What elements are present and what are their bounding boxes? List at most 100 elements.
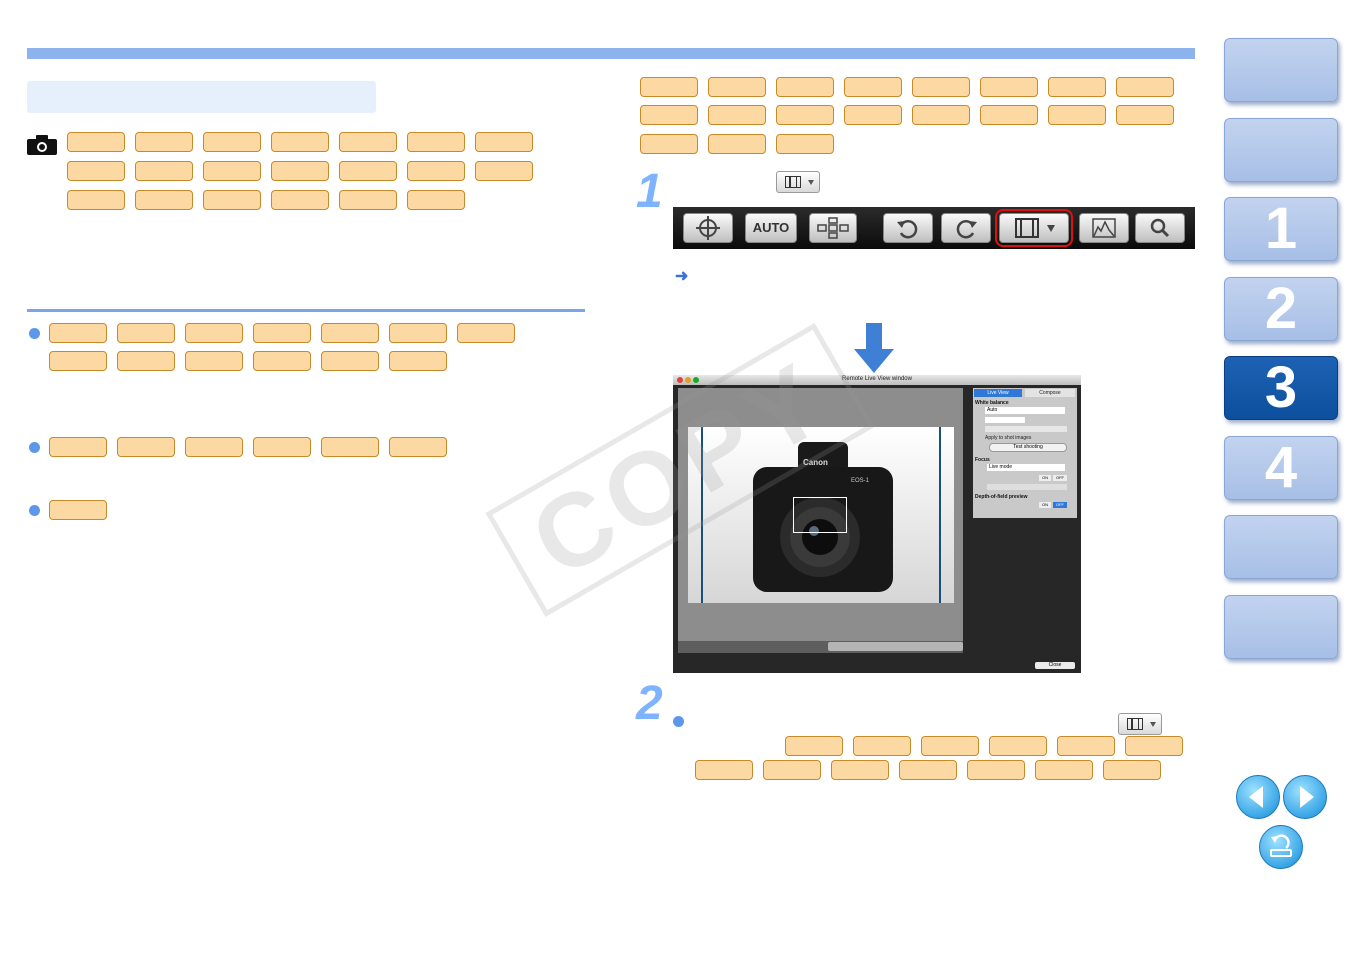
- text-block: [844, 105, 902, 125]
- compose-select-button-icon: [776, 171, 820, 193]
- camera-model-text: EOS-1: [851, 478, 870, 484]
- focus-off-button[interactable]: OFF: [1053, 475, 1067, 481]
- previous-page-button[interactable]: [1236, 775, 1280, 819]
- zoom-button[interactable]: [1135, 213, 1185, 243]
- text-block: [708, 134, 766, 154]
- histogram-icon: [1092, 218, 1116, 238]
- text-block: [67, 132, 125, 152]
- apply-checkbox-label[interactable]: Apply to shot images: [985, 435, 1032, 441]
- bullet-icon: [29, 328, 40, 339]
- return-arrow-icon: [1270, 834, 1292, 857]
- auto-focus-button[interactable]: AUTO: [745, 213, 797, 243]
- crosshair-button[interactable]: [683, 213, 733, 243]
- nav-tab-reference[interactable]: [1224, 515, 1338, 579]
- nav-tab-1[interactable]: 1: [1224, 197, 1338, 261]
- text-block: [912, 77, 970, 97]
- text-block: [67, 190, 125, 210]
- dof-off-button[interactable]: OFF: [1053, 502, 1067, 508]
- text-block: [1116, 77, 1174, 97]
- nav-tab-4[interactable]: 4: [1224, 436, 1338, 500]
- nav-tab-intro[interactable]: [1224, 118, 1338, 182]
- text-block: [763, 760, 821, 780]
- dof-on-button[interactable]: ON: [1039, 502, 1051, 508]
- tab-live-view[interactable]: Live View: [974, 389, 1022, 397]
- text-block: [407, 161, 465, 181]
- text-block: [1035, 760, 1093, 780]
- text-block: [339, 161, 397, 181]
- rotate-left-icon: [897, 219, 918, 239]
- text-block: [321, 323, 379, 343]
- text-block: [912, 105, 970, 125]
- nav-tab-contents[interactable]: [1224, 38, 1338, 102]
- text-block: [708, 105, 766, 125]
- nav-tab-2[interactable]: 2: [1224, 277, 1338, 341]
- camera-icon: [27, 135, 57, 155]
- nav-tab-index[interactable]: [1224, 595, 1338, 659]
- triangle-right-icon: [1300, 786, 1314, 808]
- focus-on-button[interactable]: ON: [1039, 475, 1051, 481]
- camera-photo-icon: Canon EOS-1: [753, 442, 893, 592]
- compose-select-button[interactable]: [995, 209, 1073, 247]
- wb-picker-row[interactable]: [985, 426, 1067, 432]
- text-block: [407, 190, 465, 210]
- header-bar: [27, 48, 1195, 59]
- close-button[interactable]: Close: [1035, 662, 1075, 669]
- text-block: [899, 760, 957, 780]
- text-block: [640, 134, 698, 154]
- wb-shift-field[interactable]: [985, 417, 1025, 423]
- text-block: [339, 132, 397, 152]
- focus-heading: Focus: [975, 457, 990, 463]
- zoom-frame: [793, 497, 847, 533]
- text-block: [407, 132, 465, 152]
- tab-compose[interactable]: Compose: [1025, 389, 1075, 397]
- text-block: [1048, 105, 1106, 125]
- text-block: [640, 77, 698, 97]
- text-block: [185, 323, 243, 343]
- rotate-right-button[interactable]: [941, 213, 991, 243]
- text-block: [1048, 77, 1106, 97]
- magnifier-icon: [1150, 218, 1170, 238]
- af-points-button[interactable]: [809, 213, 857, 243]
- text-block: [321, 351, 379, 371]
- text-block: [989, 736, 1047, 756]
- text-block: [117, 437, 175, 457]
- text-block: [980, 77, 1038, 97]
- text-block: [49, 351, 107, 371]
- return-button[interactable]: [1259, 825, 1303, 869]
- text-block: [185, 437, 243, 457]
- test-shooting-button[interactable]: Test shooting: [989, 443, 1067, 452]
- text-block: [49, 437, 107, 457]
- focus-mode-select[interactable]: Live mode: [987, 464, 1065, 471]
- text-block: [117, 323, 175, 343]
- af-points-icon: [817, 217, 849, 239]
- text-block: [67, 161, 125, 181]
- text-block: [203, 190, 261, 210]
- step-number: 1: [636, 165, 663, 218]
- text-block: [203, 161, 261, 181]
- text-block: [475, 161, 533, 181]
- histogram-button[interactable]: [1079, 213, 1129, 243]
- rotate-left-button[interactable]: [883, 213, 933, 243]
- bullet-icon: [29, 505, 40, 516]
- text-block: [271, 190, 329, 210]
- text-block: [253, 351, 311, 371]
- live-view-toolbar: AUTO: [673, 207, 1195, 249]
- text-block: [1103, 760, 1161, 780]
- text-block: [831, 760, 889, 780]
- auto-label: AUTO: [752, 220, 790, 235]
- focus-drive-buttons[interactable]: [987, 484, 1067, 490]
- text-block: [640, 105, 698, 125]
- next-page-button[interactable]: [1283, 775, 1327, 819]
- triangle-left-icon: [1249, 786, 1263, 808]
- remote-live-view-screenshot: Remote Live View window Canon EOS-1 Live…: [673, 375, 1081, 673]
- text-block: [776, 77, 834, 97]
- section-heading-box: [27, 81, 376, 113]
- nav-tab-3[interactable]: 3: [1224, 356, 1338, 420]
- text-block: [389, 351, 447, 371]
- text-block: [475, 132, 533, 152]
- text-block: [853, 736, 911, 756]
- text-block: [135, 190, 193, 210]
- wb-select[interactable]: Auto: [985, 407, 1065, 414]
- text-block: [253, 437, 311, 457]
- bullet-icon: [29, 442, 40, 453]
